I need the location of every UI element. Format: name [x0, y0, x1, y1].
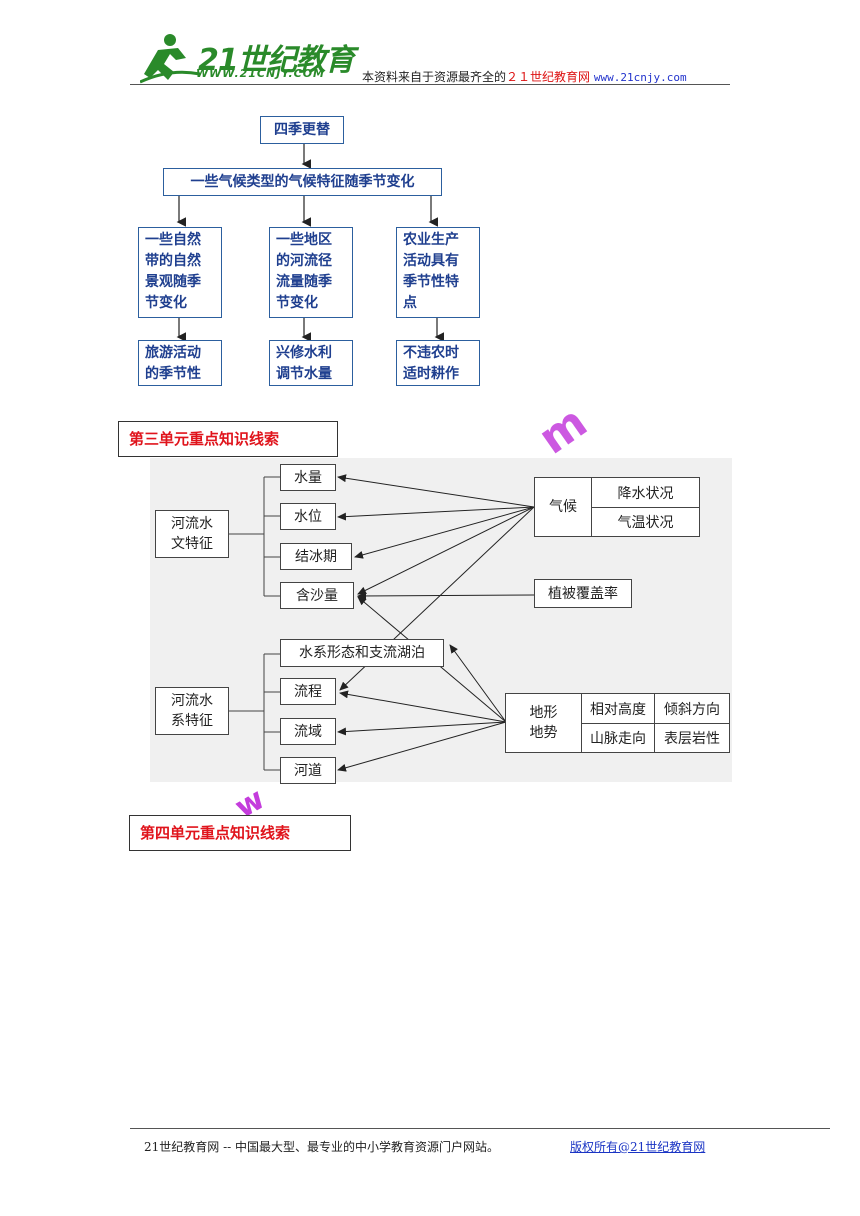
- hydro-label-line: 文特征: [171, 536, 213, 552]
- terrain-relative-height: 相对高度: [581, 693, 655, 724]
- flow1-result1-box: 旅游活动 的季节性: [138, 340, 222, 386]
- flow1-result3-box: 不违农时 适时耕作: [396, 340, 480, 386]
- hydro-features-label: 河流水 文特征: [155, 510, 229, 558]
- flow1-col2-line: 流量随季: [276, 274, 332, 290]
- system-item-basin: 流域: [280, 718, 336, 745]
- flow1-col2-box: 一些地区 的河流径 流量随季 节变化: [269, 227, 353, 318]
- system-item-channel: 河道: [280, 757, 336, 784]
- flow1-col1-line: 景观随季: [145, 274, 201, 290]
- flow1-result3-line: 适时耕作: [403, 366, 459, 382]
- header-note: 本资料来自于资源最齐全的２１世纪教育网 www.21cnjy.com: [362, 68, 687, 85]
- header-note-prefix: 本资料来自于资源最齐全的: [362, 70, 507, 84]
- flow1-middle-box: 一些气候类型的气候特征随季节变化: [163, 168, 442, 196]
- section-4-heading: 第四单元重点知识线索: [129, 815, 351, 851]
- system-item-length: 流程: [280, 678, 336, 705]
- terrain-slope-direction: 倾斜方向: [654, 693, 730, 724]
- vegetation-box: 植被覆盖率: [534, 579, 632, 608]
- footer-text: 21世纪教育网 -- 中国最大型、最专业的中小学教育资源门户网站。: [144, 1140, 500, 1154]
- system-label-line: 河流水: [171, 693, 213, 709]
- flow1-col1-line: 一些自然: [145, 232, 201, 248]
- flow1-col2-line: 一些地区: [276, 232, 332, 248]
- hydro-item-sediment: 含沙量: [280, 582, 354, 609]
- system-label-line: 系特征: [171, 713, 213, 729]
- terrain-mountain-trend: 山脉走向: [581, 723, 655, 753]
- flow1-col2-line: 节变化: [276, 295, 318, 311]
- flow1-result1-line: 的季节性: [145, 366, 201, 382]
- flow1-col3-line: 点: [403, 295, 417, 311]
- flow1-top-box: 四季更替: [260, 116, 344, 144]
- system-features-label: 河流水 系特征: [155, 687, 229, 735]
- header-divider: [130, 84, 730, 85]
- flow1-col3-line: 农业生产: [403, 232, 459, 248]
- header-note-brand[interactable]: ２１世纪教育网: [506, 70, 591, 84]
- hydro-item-volume: 水量: [280, 464, 336, 491]
- terrain-label-line: 地势: [529, 725, 558, 741]
- flow1-col3-line: 季节性特: [403, 274, 459, 290]
- flow1-connectors: [176, 142, 445, 342]
- flow1-result2-box: 兴修水利 调节水量: [269, 340, 353, 386]
- flow1-col1-box: 一些自然 带的自然 景观随季 节变化: [138, 227, 222, 318]
- section-3-heading: 第三单元重点知识线索: [118, 421, 338, 457]
- hydro-label-line: 河流水: [171, 516, 213, 532]
- hydro-item-level: 水位: [280, 503, 336, 530]
- flow1-col2-line: 的河流径: [276, 253, 332, 269]
- flow1-col1-line: 节变化: [145, 295, 187, 311]
- system-item-pattern: 水系形态和支流湖泊: [280, 639, 444, 667]
- footer-divider: [130, 1128, 830, 1129]
- flow1-result1-line: 旅游活动: [145, 345, 201, 361]
- terrain-label-line: 地形: [529, 705, 558, 721]
- hydro-item-freeze: 结冰期: [280, 543, 352, 570]
- logo-url: WWW.21CNJY.COM: [196, 67, 325, 80]
- flow1-result3-line: 不违农时: [403, 345, 459, 361]
- flow1-result2-line: 兴修水利: [276, 345, 332, 361]
- footer-copyright-link[interactable]: 版权所有@21世纪教育网: [570, 1140, 706, 1154]
- flow1-result2-line: 调节水量: [276, 366, 332, 382]
- diagram-connectors: [229, 474, 535, 772]
- terrain-surface-rock: 表层岩性: [654, 723, 730, 753]
- climate-precipitation: 降水状况: [591, 477, 700, 508]
- logo-runner-icon: [140, 34, 201, 84]
- climate-temperature: 气温状况: [591, 507, 700, 537]
- logo-text: 21世纪教育: [198, 43, 355, 78]
- flow1-col3-box: 农业生产 活动具有 季节性特 点: [396, 227, 480, 318]
- climate-box: 气候: [534, 477, 592, 537]
- flow1-col3-line: 活动具有: [403, 253, 459, 269]
- terrain-box: 地形 地势: [505, 693, 582, 753]
- flow1-col1-line: 带的自然: [145, 253, 201, 269]
- header-note-url[interactable]: www.21cnjy.com: [593, 71, 687, 84]
